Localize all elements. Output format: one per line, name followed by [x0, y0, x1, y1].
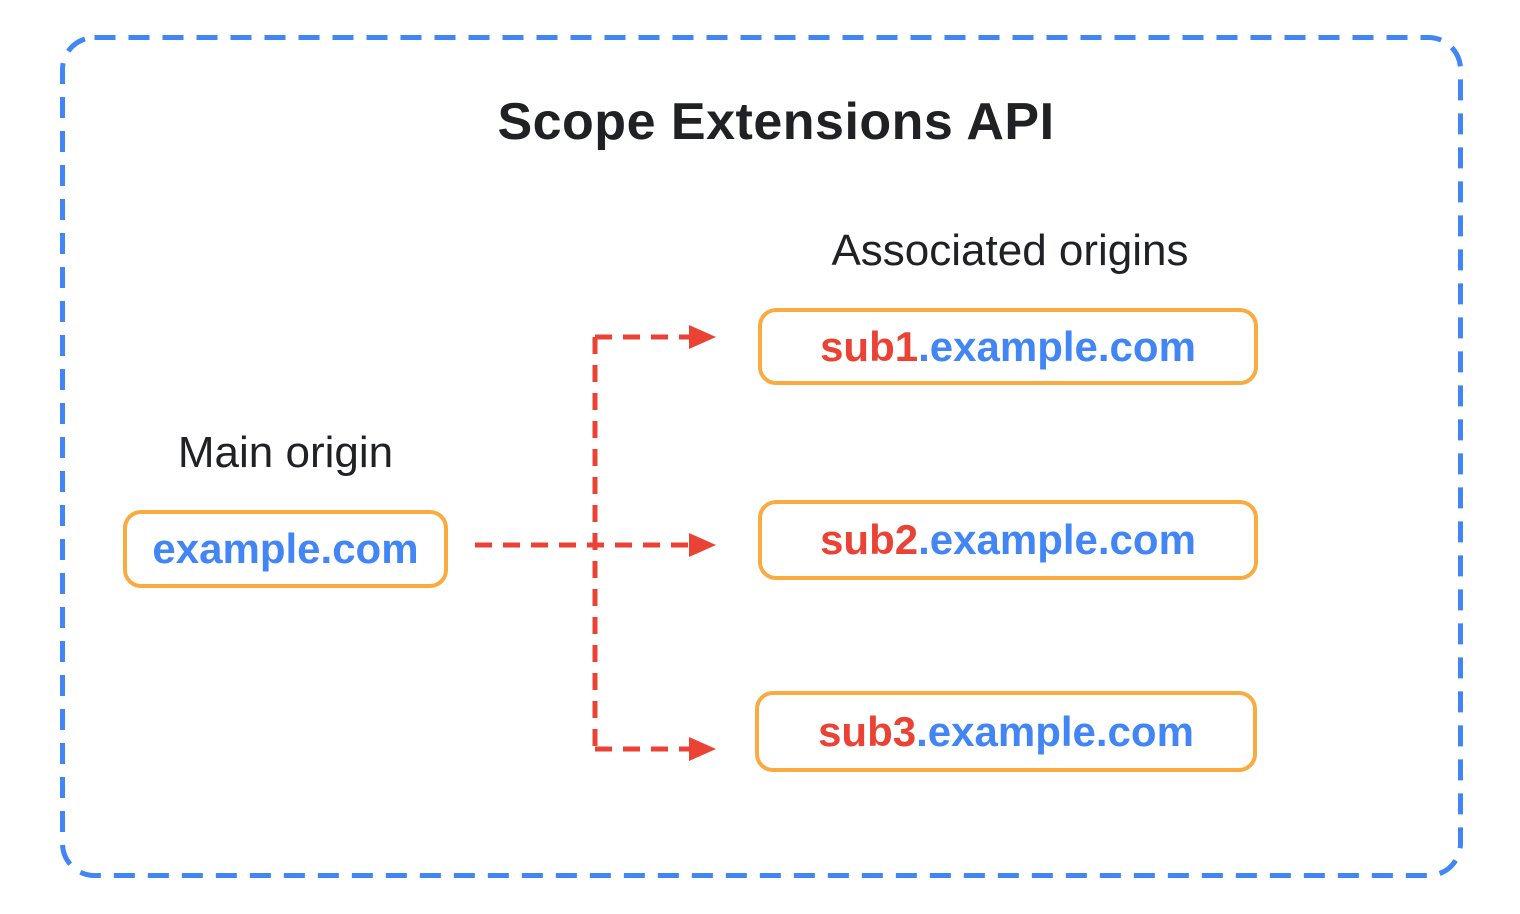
associated-origins-label: Associated origins — [831, 226, 1189, 275]
sub3-domain-suffix: .example.com — [916, 707, 1194, 755]
associated-origin-box-sub1: sub1.example.com — [758, 308, 1258, 385]
outer-dashed-border — [60, 35, 1463, 878]
arrowhead-sub1 — [689, 325, 716, 349]
associated-origin-box-sub3: sub3.example.com — [755, 691, 1257, 772]
diagram-title: Scope Extensions API — [497, 93, 1055, 151]
sub2-domain-suffix: .example.com — [918, 516, 1196, 563]
sub2-subdomain-prefix: sub2 — [820, 516, 919, 563]
sub1-subdomain-prefix: sub1 — [820, 322, 919, 370]
arrowhead-sub2 — [689, 533, 716, 557]
sub1-domain-suffix: .example.com — [918, 322, 1196, 370]
associated-origin-box-sub2: sub2.example.com — [758, 500, 1258, 580]
sub3-subdomain-prefix: sub3 — [818, 707, 917, 755]
main-origin-label: Main origin — [177, 428, 394, 477]
arrowhead-sub3 — [689, 737, 716, 761]
main-origin-domain: example.com — [152, 525, 419, 572]
main-origin-box: example.com — [123, 510, 448, 588]
